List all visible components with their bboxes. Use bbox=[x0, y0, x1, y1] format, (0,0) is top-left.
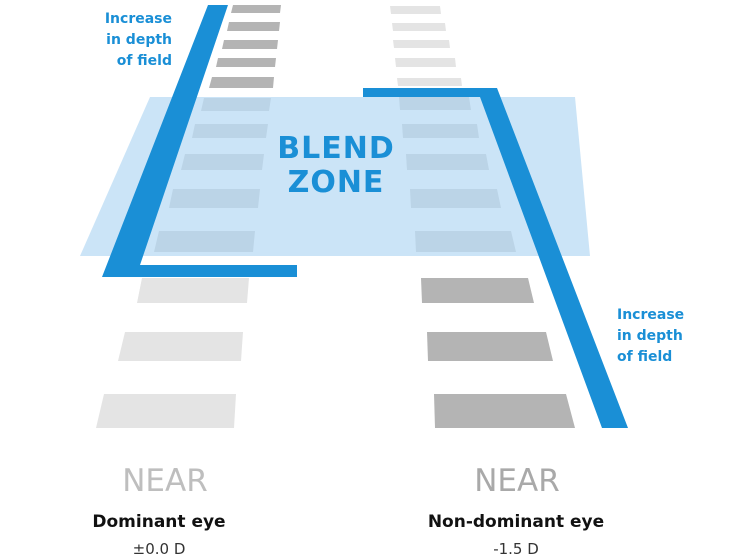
right-bar-13 bbox=[434, 394, 575, 428]
left-bar-5 bbox=[209, 77, 274, 88]
left-bar-3 bbox=[222, 40, 278, 49]
blend-zone-title-line-2: ZONE bbox=[288, 165, 385, 200]
power-label-right: -1.5 D bbox=[493, 540, 539, 558]
left-bar-11 bbox=[137, 278, 249, 303]
near-label-left: NEAR bbox=[122, 463, 208, 499]
left-bar-4 bbox=[216, 58, 276, 67]
right-bar-2 bbox=[392, 23, 446, 31]
right-bar-1 bbox=[390, 6, 441, 14]
left-bar-12 bbox=[118, 332, 243, 361]
left-bar-1 bbox=[231, 5, 281, 13]
left-bar-13 bbox=[96, 394, 236, 428]
eye-label-right: Non-dominant eye bbox=[428, 512, 604, 532]
depth-label-left-line-2: in depth bbox=[106, 32, 172, 48]
right-bar-5 bbox=[397, 78, 462, 86]
depth-label-left-line-1: Increase bbox=[105, 11, 172, 27]
depth-label-right-line-3: of field bbox=[617, 349, 672, 365]
depth-label-right-line-1: Increase bbox=[617, 307, 684, 323]
left-bar-2 bbox=[227, 22, 280, 31]
right-bar-4 bbox=[395, 58, 456, 67]
right-bar-11 bbox=[421, 278, 534, 303]
left-depth-bracket bbox=[102, 5, 297, 277]
power-label-left: ±0.0 D bbox=[133, 540, 186, 558]
right-bar-12 bbox=[427, 332, 553, 361]
depth-label-right-line-2: in depth bbox=[617, 328, 683, 344]
eye-label-left: Dominant eye bbox=[92, 512, 225, 532]
blend-zone-plane bbox=[80, 97, 590, 256]
depth-label-left-line-3: of field bbox=[117, 53, 172, 69]
right-depth-bracket bbox=[363, 88, 628, 428]
near-label-right: NEAR bbox=[474, 463, 560, 499]
blend-zone-title-line-1: BLEND bbox=[277, 131, 395, 166]
right-bar-3 bbox=[393, 40, 450, 48]
